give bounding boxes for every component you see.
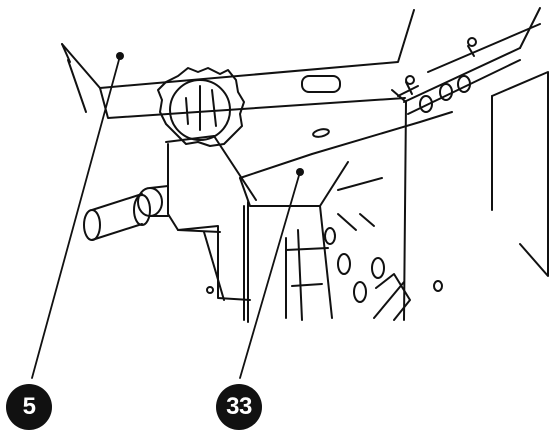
tension-knob: [157, 67, 245, 147]
callout-label-5: 5: [22, 393, 36, 420]
table-top: [61, 9, 415, 138]
adjuster-cylinder: [83, 185, 169, 241]
callout-leaders: [31, 55, 301, 379]
mounting-bracket: [165, 135, 257, 301]
frame-panel: [239, 7, 549, 323]
callout-badge-5: 5: [6, 384, 52, 430]
leader-point-5: [116, 52, 124, 60]
leader-point-33: [296, 168, 304, 176]
callout-label-33: 33: [226, 393, 252, 420]
callout-badge-33: 33: [216, 384, 262, 430]
